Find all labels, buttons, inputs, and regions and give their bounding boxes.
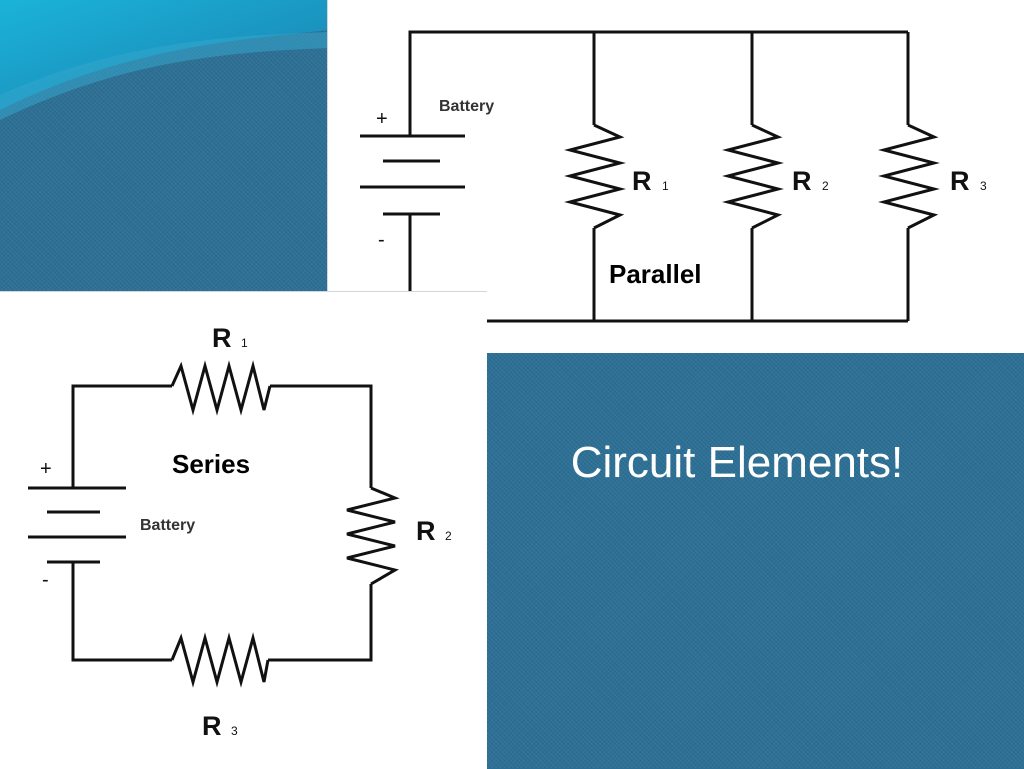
series-resistor-3-letter: R (202, 711, 222, 741)
decorative-swoosh (0, 0, 330, 120)
parallel-resistor-1-symbol (564, 123, 626, 230)
parallel-resistor-3-index: 3 (980, 179, 987, 193)
parallel-resistor-3-letter: R (950, 166, 970, 196)
series-battery-negative-sign: - (42, 569, 49, 591)
series-resistor-2-symbol (346, 486, 400, 586)
series-resistor-2-letter: R (416, 516, 436, 546)
parallel-resistor-1-index: 1 (662, 179, 669, 193)
series-resistor-3-index: 3 (231, 724, 238, 738)
series-top-left-wire (71, 384, 172, 488)
parallel-resistor-2-index: 2 (822, 179, 829, 193)
series-battery-positive-sign: + (40, 458, 52, 480)
parallel-resistor-3-symbol (878, 123, 940, 230)
parallel-resistor-2-symbol (722, 123, 784, 230)
parallel-resistor-2-letter: R (792, 166, 812, 196)
parallel-circuit-diagram: + - Battery R 1 R 2 R 3 Parallel (360, 30, 987, 323)
parallel-battery-positive-sign: + (376, 108, 388, 130)
parallel-left-wire-top (408, 30, 908, 136)
series-resistor-1-index: 1 (241, 336, 248, 350)
slide-title: Circuit Elements! (570, 438, 904, 487)
series-top-right-wire (270, 384, 373, 488)
series-resistor-3-symbol (170, 632, 270, 688)
parallel-resistor-1-letter: R (632, 166, 652, 196)
parallel-battery-label: Battery (439, 98, 494, 115)
series-circuit-diagram: + - Battery R 1 R 2 R 3 Series (28, 323, 452, 741)
parallel-caption: Parallel (609, 259, 702, 289)
series-resistor-2-index: 2 (445, 529, 452, 543)
series-caption: Series (172, 449, 250, 479)
series-bottom-left-wire (71, 562, 172, 662)
series-right-bottom-wire (268, 584, 373, 662)
series-circuit-panel: + - Battery R 1 R 2 R 3 Series (0, 291, 487, 769)
series-resistor-1-letter: R (212, 323, 232, 353)
series-battery-label: Battery (140, 517, 195, 534)
parallel-battery-negative-sign: - (378, 229, 385, 251)
series-resistor-1-symbol (170, 360, 272, 416)
